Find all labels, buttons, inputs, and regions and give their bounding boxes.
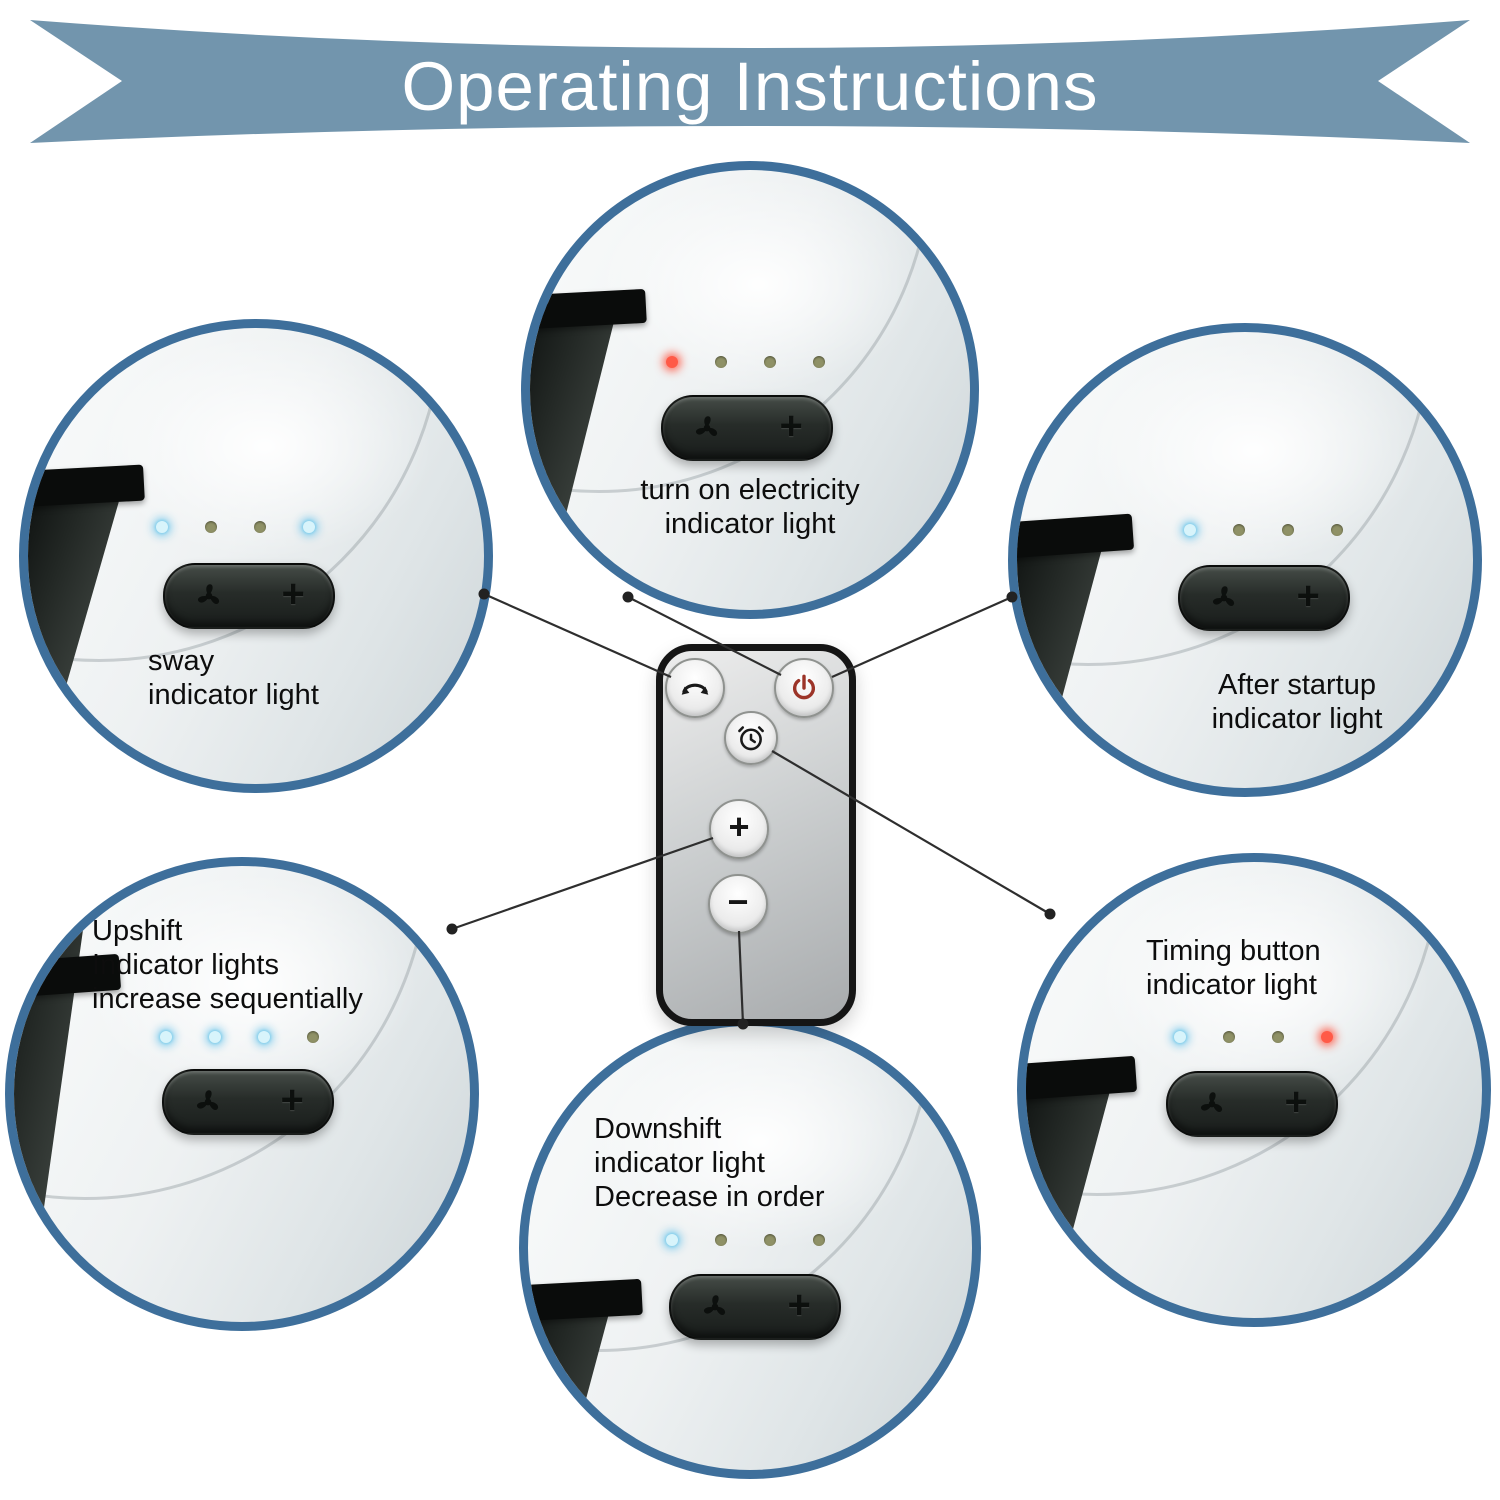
housing-slot bbox=[530, 288, 647, 330]
fan-control-button[interactable]: + bbox=[669, 1274, 841, 1340]
fan-icon bbox=[703, 1295, 727, 1317]
housing-slot bbox=[28, 464, 145, 508]
indicator-dot-dim bbox=[813, 1234, 825, 1246]
indicator-lights bbox=[156, 521, 315, 533]
fan-icon bbox=[695, 416, 719, 438]
callout-label: Timing button indicator light bbox=[1146, 935, 1321, 1001]
indicator-dot-on bbox=[160, 1031, 172, 1043]
indicator-dot-dim bbox=[1223, 1031, 1235, 1043]
indicator-dot-dim bbox=[764, 1234, 776, 1246]
indicator-lights bbox=[1184, 524, 1343, 536]
remote-control: + − bbox=[656, 644, 856, 1026]
callout-timing: Timing button indicator light + bbox=[1017, 853, 1491, 1327]
plus-glyph: + bbox=[280, 1077, 304, 1122]
minus-icon: − bbox=[727, 881, 749, 922]
housing-slot bbox=[528, 1278, 643, 1322]
fan-icon bbox=[1200, 1092, 1224, 1114]
callout-label: turn on electricity indicator light bbox=[640, 474, 860, 540]
speed-down-button[interactable]: − bbox=[708, 874, 768, 934]
indicator-dot-red bbox=[666, 356, 678, 368]
plus-glyph: + bbox=[779, 403, 803, 448]
indicator-dot-dim bbox=[1233, 524, 1245, 536]
fan-icon bbox=[196, 1090, 220, 1112]
plus-glyph: + bbox=[787, 1282, 811, 1327]
alarm-clock-icon bbox=[738, 726, 764, 751]
callout-label: After startup indicator light bbox=[1211, 669, 1383, 735]
speed-up-button[interactable]: + bbox=[709, 799, 769, 859]
indicator-dot-dim bbox=[715, 1234, 727, 1246]
callout-upshift: Upshift Indicator lights increase sequen… bbox=[5, 857, 479, 1331]
indicator-dot-dim bbox=[715, 356, 727, 368]
fan-control-button[interactable]: + bbox=[661, 395, 833, 461]
indicator-dot-on bbox=[258, 1031, 270, 1043]
plus-glyph: + bbox=[1296, 573, 1320, 618]
indicator-lights bbox=[160, 1031, 319, 1043]
plus-icon: + bbox=[728, 806, 750, 847]
indicator-lights bbox=[666, 356, 825, 368]
indicator-dot-on bbox=[209, 1031, 221, 1043]
indicator-dot-on bbox=[1184, 524, 1196, 536]
indicator-dot-on bbox=[156, 521, 168, 533]
power-icon bbox=[793, 674, 815, 700]
indicator-dot-dim bbox=[254, 521, 266, 533]
indicator-dot-dim bbox=[1282, 524, 1294, 536]
oscillation-arrow-icon bbox=[681, 683, 709, 695]
fan-control-button[interactable]: + bbox=[1166, 1071, 1338, 1137]
fan-icon bbox=[1212, 586, 1236, 608]
callout-label: sway indicator light bbox=[148, 645, 319, 711]
indicator-dot-dim bbox=[764, 356, 776, 368]
indicator-dot-dim bbox=[1331, 524, 1343, 536]
page-title: Operating Instructions bbox=[401, 48, 1099, 125]
callout-label: Downshift indicator light Decrease in or… bbox=[594, 1113, 825, 1213]
timer-button[interactable] bbox=[724, 711, 778, 765]
indicator-dot-on bbox=[1174, 1031, 1186, 1043]
oscillation-button[interactable] bbox=[665, 658, 725, 718]
indicator-dot-red bbox=[1321, 1031, 1333, 1043]
indicator-dot-on bbox=[666, 1234, 678, 1246]
fan-control-button[interactable]: + bbox=[163, 563, 335, 629]
power-button[interactable] bbox=[774, 658, 834, 718]
plus-glyph: + bbox=[1284, 1079, 1308, 1124]
indicator-lights bbox=[1174, 1031, 1333, 1043]
indicator-dot-dim bbox=[205, 521, 217, 533]
callout-sway: + sway indicator light bbox=[19, 319, 493, 793]
callout-after-startup: + After startup indicator light bbox=[1008, 323, 1482, 797]
indicator-dot-dim bbox=[813, 356, 825, 368]
indicator-dot-dim bbox=[1272, 1031, 1284, 1043]
indicator-lights bbox=[666, 1234, 825, 1246]
fan-icon bbox=[197, 584, 221, 606]
indicator-dot-on bbox=[303, 521, 315, 533]
plus-glyph: + bbox=[281, 571, 305, 616]
callout-power-on: + turn on electricity indicator light bbox=[521, 161, 979, 619]
callout-label: Upshift Indicator lights increase sequen… bbox=[92, 915, 363, 1015]
fan-control-button[interactable]: + bbox=[162, 1069, 334, 1135]
fan-control-button[interactable]: + bbox=[1178, 565, 1350, 631]
callout-downshift: Downshift indicator light Decrease in or… bbox=[519, 1017, 981, 1479]
ribbon-banner bbox=[30, 20, 1470, 143]
indicator-dot-dim bbox=[307, 1031, 319, 1043]
